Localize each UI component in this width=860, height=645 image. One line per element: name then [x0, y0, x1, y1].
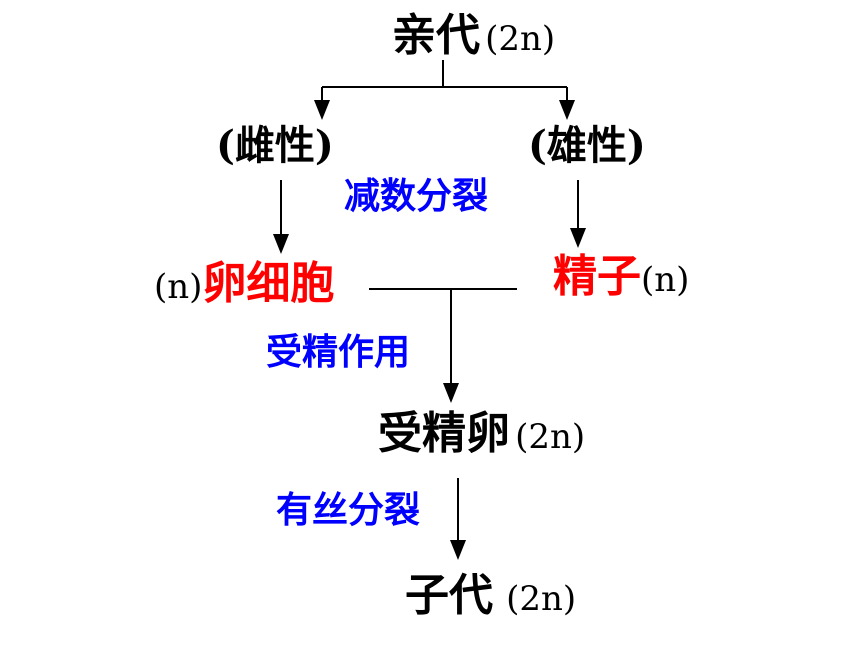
fertilization-label: 受精作用 — [266, 331, 411, 373]
offspring-ploidy: (2n) — [506, 579, 577, 619]
sperm-label: 精子 — [553, 251, 641, 302]
parent-label: 亲代 — [392, 10, 480, 61]
male-node: (雄性) — [528, 122, 646, 169]
zygote-node: 受精卵 (2n) — [378, 412, 585, 456]
zygote-ploidy: (2n) — [515, 417, 586, 457]
egg-label: 卵细胞 — [202, 258, 335, 309]
egg-ploidy: (n) — [154, 267, 203, 307]
sperm-ploidy: (n) — [641, 260, 690, 300]
female-node: (雌性) — [216, 122, 334, 169]
meiosis-label: 减数分裂 — [344, 175, 489, 217]
mitosis-label: 有丝分裂 — [276, 489, 421, 531]
sperm-node: 精子(n) — [553, 255, 689, 299]
parent-ploidy: (2n) — [485, 19, 556, 59]
offspring-node: 子代 (2n) — [405, 574, 576, 618]
parent-node: 亲代 (2n) — [392, 14, 555, 58]
egg-node: (n)卵细胞 — [154, 262, 334, 306]
zygote-label: 受精卵 — [378, 408, 510, 459]
offspring-label: 子代 — [405, 570, 493, 621]
